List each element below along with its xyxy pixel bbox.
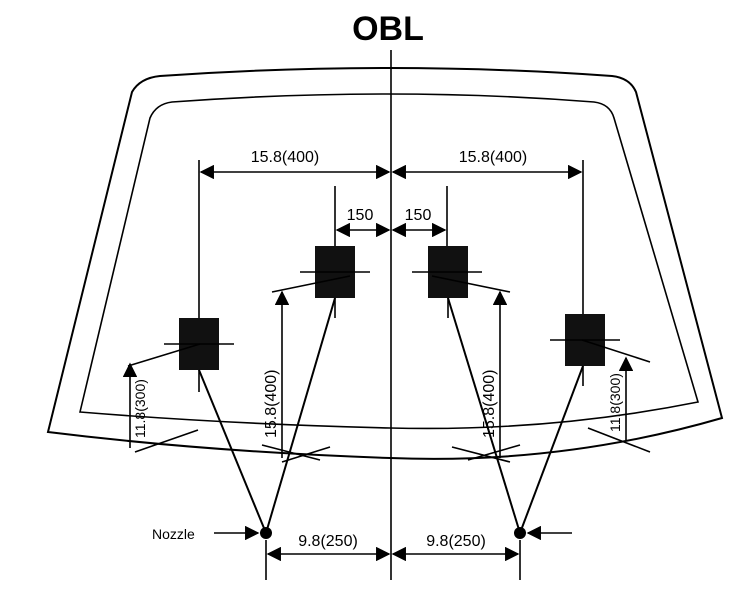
spray-mark-low-right-c xyxy=(587,427,651,453)
nozzle-label: Nozzle xyxy=(152,526,195,542)
spray-mark-inner-left xyxy=(271,275,351,293)
target-inner-left xyxy=(300,246,370,318)
spray-mark-inner-right xyxy=(431,275,511,293)
spray-line-right-to-inner xyxy=(447,297,521,534)
left-gap-label: 150 xyxy=(347,207,374,224)
nozzle-right xyxy=(514,527,526,539)
left-inner-height-label: 15.8(400) xyxy=(263,370,280,439)
target-outer-right xyxy=(550,314,620,386)
spray-line-right-to-outer xyxy=(519,365,584,534)
target-inner-right xyxy=(412,246,482,318)
spray-mark-outer-left xyxy=(127,343,201,367)
spray-mark-low-left-c xyxy=(281,446,331,463)
right-inner-height-label: 15.8(400) xyxy=(481,370,498,439)
left-spacing-label: 15.8(400) xyxy=(251,149,320,166)
spray-mark-low-left-a xyxy=(134,429,199,453)
right-spacing-label: 15.8(400) xyxy=(459,149,528,166)
spray-mark-outer-right xyxy=(581,339,651,363)
right-outer-height-label: 11.8(300) xyxy=(607,373,623,432)
windshield-inner-outline xyxy=(79,93,700,430)
spray-mark-low-left-b xyxy=(261,444,321,461)
left-outer-height-label: 11.8(300) xyxy=(132,379,148,438)
right-gap-label: 150 xyxy=(405,207,432,224)
spray-mark-low-right-a xyxy=(451,446,511,463)
spray-mark-low-right-b xyxy=(467,444,521,461)
right-nozzle-offset-label: 9.8(250) xyxy=(426,533,486,550)
nozzle-left xyxy=(260,527,272,539)
target-outer-left xyxy=(164,318,234,392)
diagram-title: OBL xyxy=(352,10,424,48)
spray-line-left-to-outer xyxy=(198,369,267,534)
left-nozzle-offset-label: 9.8(250) xyxy=(298,533,358,550)
spray-line-left-to-inner xyxy=(265,297,336,534)
